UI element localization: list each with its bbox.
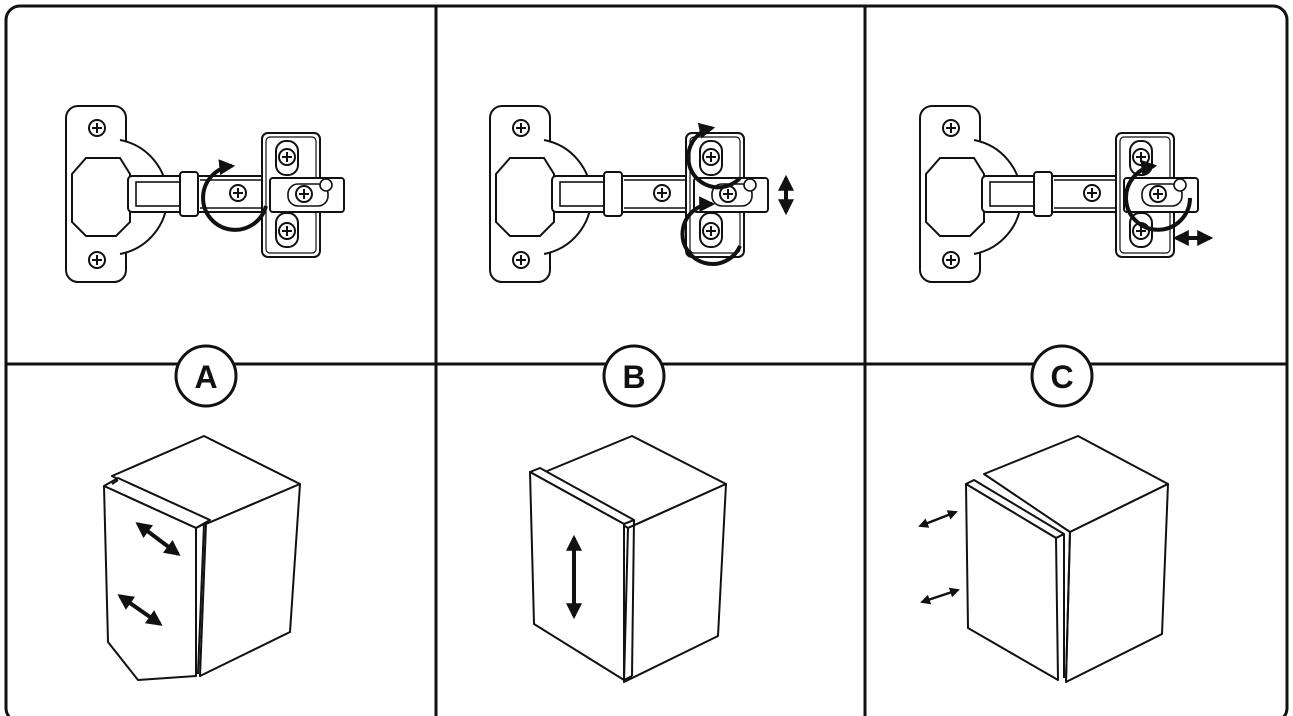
svg-text:A: A: [194, 359, 217, 395]
double-arrow-icon-a-2: [117, 594, 163, 626]
hinge-icon-a: [66, 106, 344, 282]
svg-text:B: B: [622, 359, 645, 395]
panel-label-b: B: [602, 344, 666, 408]
rotate-arrow-icon-c: [1124, 159, 1192, 232]
rotate-arrow-icon-b-top: [686, 122, 742, 190]
cabinet-box-icon-b: [529, 435, 727, 683]
panel-label-a: A: [174, 344, 238, 408]
panel-label-c: C: [1030, 344, 1094, 408]
hinge-icon-b: [490, 106, 794, 282]
cabinet-box-icon-c: [918, 435, 1169, 683]
double-arrow-icon-c-1: [918, 510, 958, 528]
svg-text:C: C: [1050, 359, 1073, 395]
rotate-arrow-icon-b-bottom: [680, 196, 742, 266]
hinge-icon-c: [920, 106, 1214, 282]
double-arrow-icon-a-1: [135, 522, 181, 556]
rotate-arrow-icon-a: [201, 159, 268, 232]
double-arrow-icon-c-2: [920, 587, 960, 605]
cabinet-box-icon-a: [103, 435, 301, 681]
